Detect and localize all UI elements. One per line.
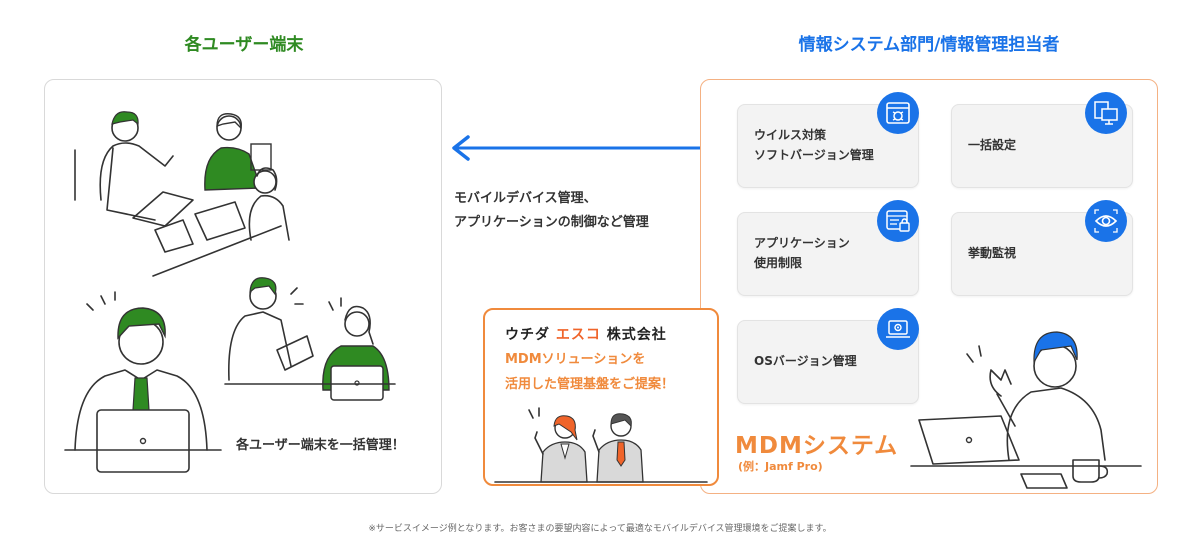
- user-with-laptop: [64, 291, 222, 473]
- laptop-gear-icon: [877, 308, 919, 350]
- company-name-part: エスコ: [555, 327, 601, 343]
- company-name-part: 株式会社: [606, 327, 667, 343]
- footnote: ※サービスイメージ例となります。お客さまの要望内容によって最適なモバイルデバイス…: [368, 524, 832, 534]
- user-devices-heading: 各ユーザー端末: [184, 35, 304, 55]
- management-description-line-1: モバイルデバイス管理、: [454, 191, 597, 206]
- mdm-system-example: (例：Jamf Pro): [738, 460, 823, 473]
- locked-document-icon: [877, 200, 919, 242]
- function-label: 一括設定: [968, 138, 1017, 153]
- management-description: モバイルデバイス管理、 アプリケーションの制御など管理: [448, 187, 700, 235]
- mdm-system-title: MDMシステム: [735, 433, 899, 459]
- office-workers-illustration: [64, 111, 396, 473]
- meeting-scene: [74, 111, 290, 277]
- function-label: OSバージョン管理: [754, 354, 857, 369]
- proposal-box: ウチダ エスコ 株式会社 MDMソリューションを 活用した管理基盤をご提案！: [483, 308, 719, 486]
- company-name-part: ウチダ: [505, 327, 550, 343]
- function-label: 挙動監視: [968, 246, 1017, 261]
- admin-illustration: [910, 331, 1142, 489]
- eye-icon: [1085, 200, 1127, 242]
- left-arrow-icon: [452, 135, 700, 161]
- function-label: ウイルス対策 ソフトバージョン管理: [754, 128, 874, 162]
- company-logo: ウチダ エスコ 株式会社: [505, 324, 667, 344]
- it-department-heading: 情報システム部門/情報管理担当者: [798, 35, 1060, 55]
- proposal-message: MDMソリューションを 活用した管理基盤をご提案！: [505, 352, 675, 392]
- manage-all-devices-caption: 各ユーザー端末を一括管理！: [236, 438, 405, 453]
- mdm-system-panel: ウイルス対策 ソフトバージョン管理 一括設定 アプリケーション 使用制限 挙動監…: [700, 79, 1158, 494]
- function-label: アプリケーション 使用制限: [754, 236, 850, 270]
- user-devices-panel: [44, 79, 442, 494]
- users-with-tablet: [224, 277, 396, 401]
- multi-device-icon: [1085, 92, 1127, 134]
- staff-illustration: [494, 407, 708, 483]
- virus-shield-icon: [877, 92, 919, 134]
- management-description-line-2: アプリケーションの制御など管理: [454, 215, 649, 231]
- admin-person: [910, 331, 1142, 489]
